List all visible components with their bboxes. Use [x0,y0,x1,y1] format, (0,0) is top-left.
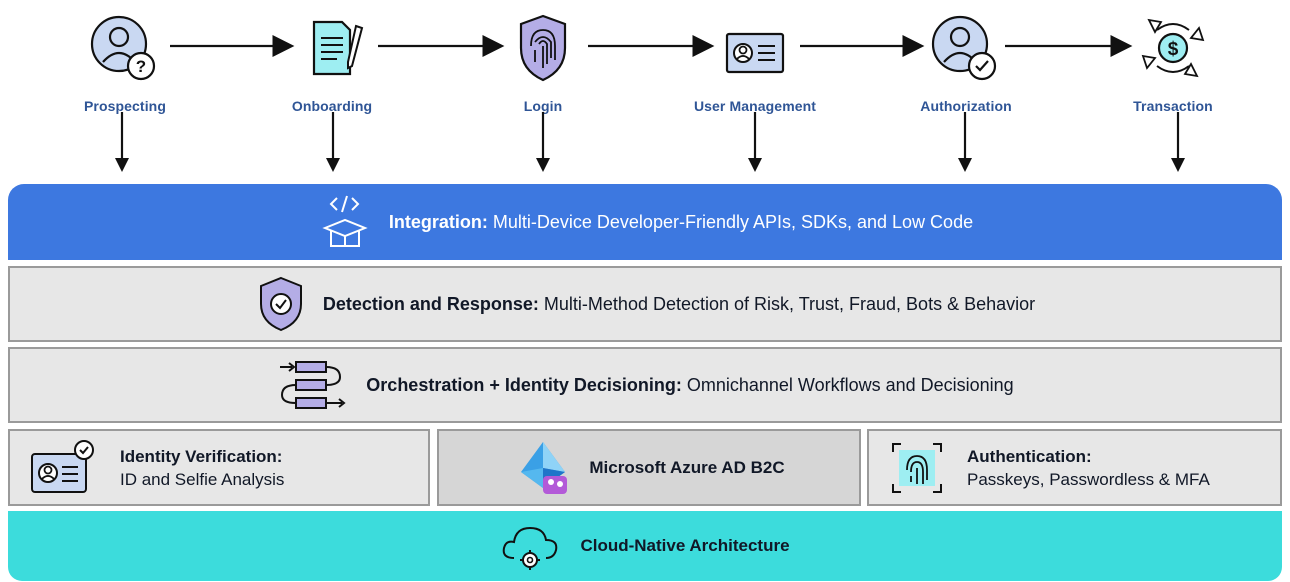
id-card-icon [725,32,785,74]
code-box-icon [322,195,368,247]
step-login: Login [463,8,623,118]
orchestration-text: Orchestration + Identity Decisioning: Om… [366,374,1014,395]
svg-text:$: $ [1168,39,1179,60]
user-question-icon: ? [90,15,156,81]
down-arrow [536,112,550,172]
identity-verification-title: Identity Verification: [120,446,283,466]
step-label: User Management [693,98,817,114]
authentication-text: Authentication: Passkeys, Passwordless &… [967,445,1210,491]
step-onboarding: Onboarding [252,8,412,118]
step-transaction: $ Transaction [1093,8,1253,118]
identity-verification-text: Identity Verification: ID and Selfie Ana… [120,445,284,491]
down-arrow [958,112,972,172]
integration-text: Integration: Multi-Device Developer-Frie… [388,211,974,232]
fingerprint-shield-icon [519,14,567,82]
authentication-title: Authentication: [967,446,1092,466]
user-check-icon [931,15,997,81]
cloud-layer: Cloud-Native Architecture [8,511,1282,581]
step-user-management: User Management [675,8,835,118]
cloud-label: Cloud-Native Architecture [580,536,790,555]
step-label: Login [523,98,563,114]
integration-layer: Integration: Multi-Device Developer-Frie… [8,184,1282,260]
capability-tiles: Identity Verification: ID and Selfie Ana… [8,429,1282,506]
identity-verification-subtitle: ID and Selfie Analysis [120,469,285,489]
authentication-tile: Authentication: Passkeys, Passwordless &… [867,429,1282,506]
document-pen-icon [312,20,364,76]
identity-verification-tile: Identity Verification: ID and Selfie Ana… [8,429,430,506]
fingerprint-scan-icon [892,442,942,493]
detection-text: Detection and Response: Multi-Method Det… [322,293,1036,314]
azure-ad-b2c-label: Microsoft Azure AD B2C [589,457,785,477]
azure-ad-b2c-icon [521,441,568,494]
orchestration-layer: Orchestration + Identity Decisioning: Om… [8,347,1282,423]
step-authorization: Authorization [886,8,1046,118]
down-arrow [1171,112,1185,172]
azure-ad-b2c-tile: Microsoft Azure AD B2C [437,429,861,506]
detection-layer: Detection and Response: Multi-Method Det… [8,266,1282,342]
step-label: Onboarding [291,98,373,114]
cloud-gear-icon [503,526,558,570]
workflow-icon [280,361,346,409]
down-arrow [326,112,340,172]
shield-check-icon [259,276,302,332]
step-prospecting: ? Prospecting [45,8,205,118]
step-label: Transaction [1133,98,1213,114]
svg-text:?: ? [136,57,146,76]
step-label: Authorization [920,98,1012,114]
id-verified-icon [31,439,94,493]
dollar-exchange-icon: $ [1141,18,1205,78]
down-arrow [115,112,129,172]
authentication-subtitle: Passkeys, Passwordless & MFA [967,469,1210,489]
down-arrow [748,112,762,172]
step-label: Prospecting [83,98,166,114]
